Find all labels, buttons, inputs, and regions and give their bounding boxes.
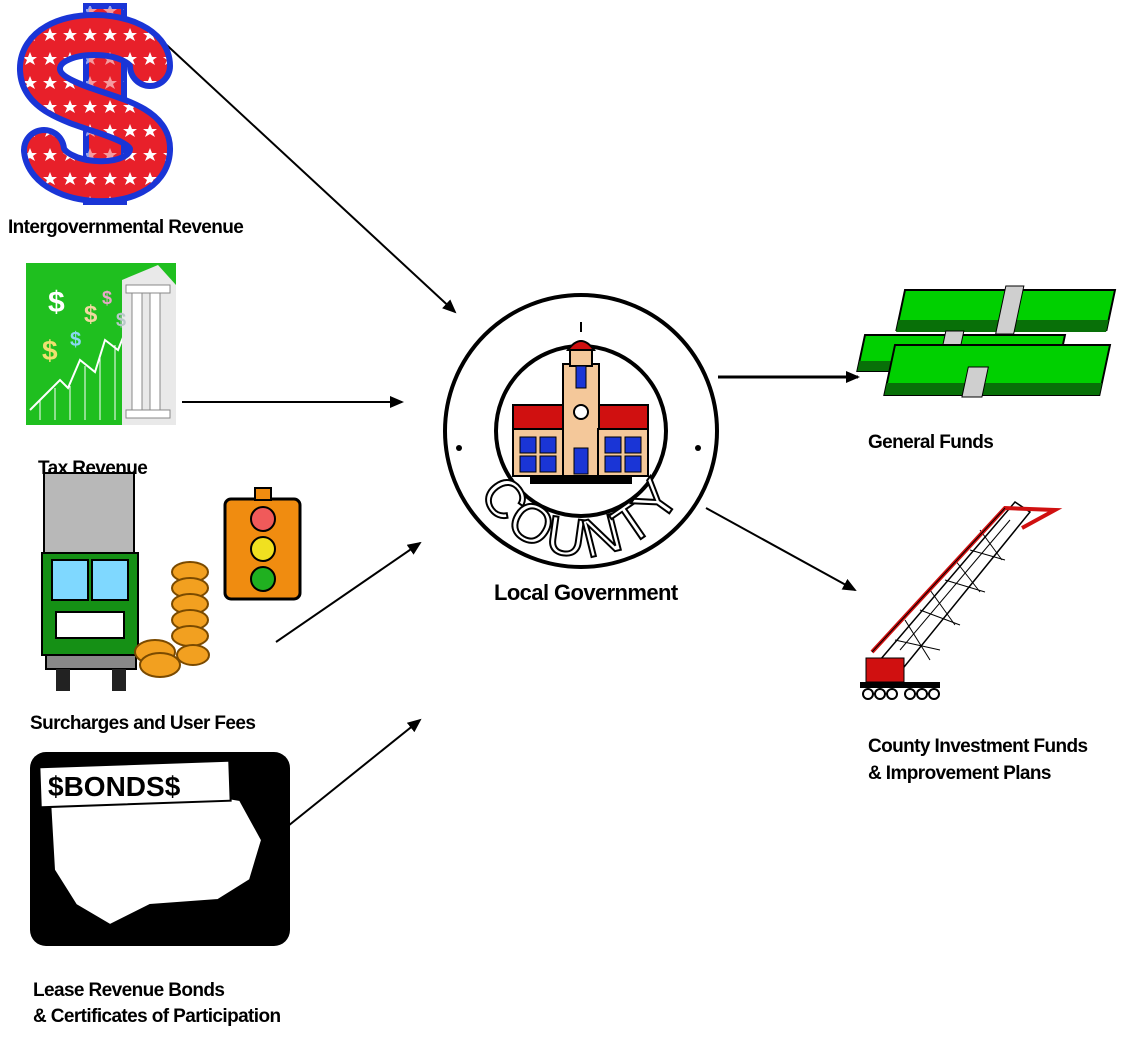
arrow-surcharges bbox=[275, 541, 422, 643]
label-intergovernmental-revenue: Intergovernmental Revenue bbox=[8, 217, 244, 238]
label-tax-revenue: Tax Revenue bbox=[38, 458, 148, 479]
crane-icon bbox=[860, 501, 1063, 700]
truck-coins-traffic-light-icon bbox=[41, 472, 302, 691]
money-stacks-icon bbox=[856, 285, 1117, 398]
svg-text:$: $ bbox=[48, 286, 65, 319]
label-certificates-participation: & Certificates of Participation bbox=[33, 1006, 281, 1027]
flow-arrows bbox=[157, 36, 860, 827]
svg-text:$: $ bbox=[84, 301, 98, 328]
label-local-government: Local Government bbox=[494, 580, 678, 605]
svg-text:$: $ bbox=[116, 310, 126, 330]
label-general-funds: General Funds bbox=[868, 432, 994, 453]
svg-text:$: $ bbox=[70, 329, 81, 351]
arrow-intergovernmental bbox=[157, 36, 457, 314]
label-surcharges-user-fees: Surcharges and User Fees bbox=[30, 713, 256, 734]
bonds-map-icon: $BONDS$ bbox=[30, 752, 290, 946]
svg-text:$: $ bbox=[42, 335, 58, 366]
arrow-investment bbox=[705, 507, 857, 591]
label-county-investment-funds: County Investment Funds bbox=[868, 736, 1088, 757]
county-seal-icon: COUNTY bbox=[443, 293, 719, 571]
svg-text:$: $ bbox=[102, 288, 112, 308]
label-lease-revenue-bonds: Lease Revenue Bonds bbox=[33, 980, 225, 1001]
tax-chart-icon: $ $ $ $ $ $ bbox=[26, 263, 176, 425]
label-improvement-plans: & Improvement Plans bbox=[868, 763, 1051, 784]
arrow-bonds bbox=[287, 718, 422, 827]
svg-text:$BONDS$: $BONDS$ bbox=[48, 771, 181, 802]
dollar-sign-icon bbox=[17, 3, 173, 205]
